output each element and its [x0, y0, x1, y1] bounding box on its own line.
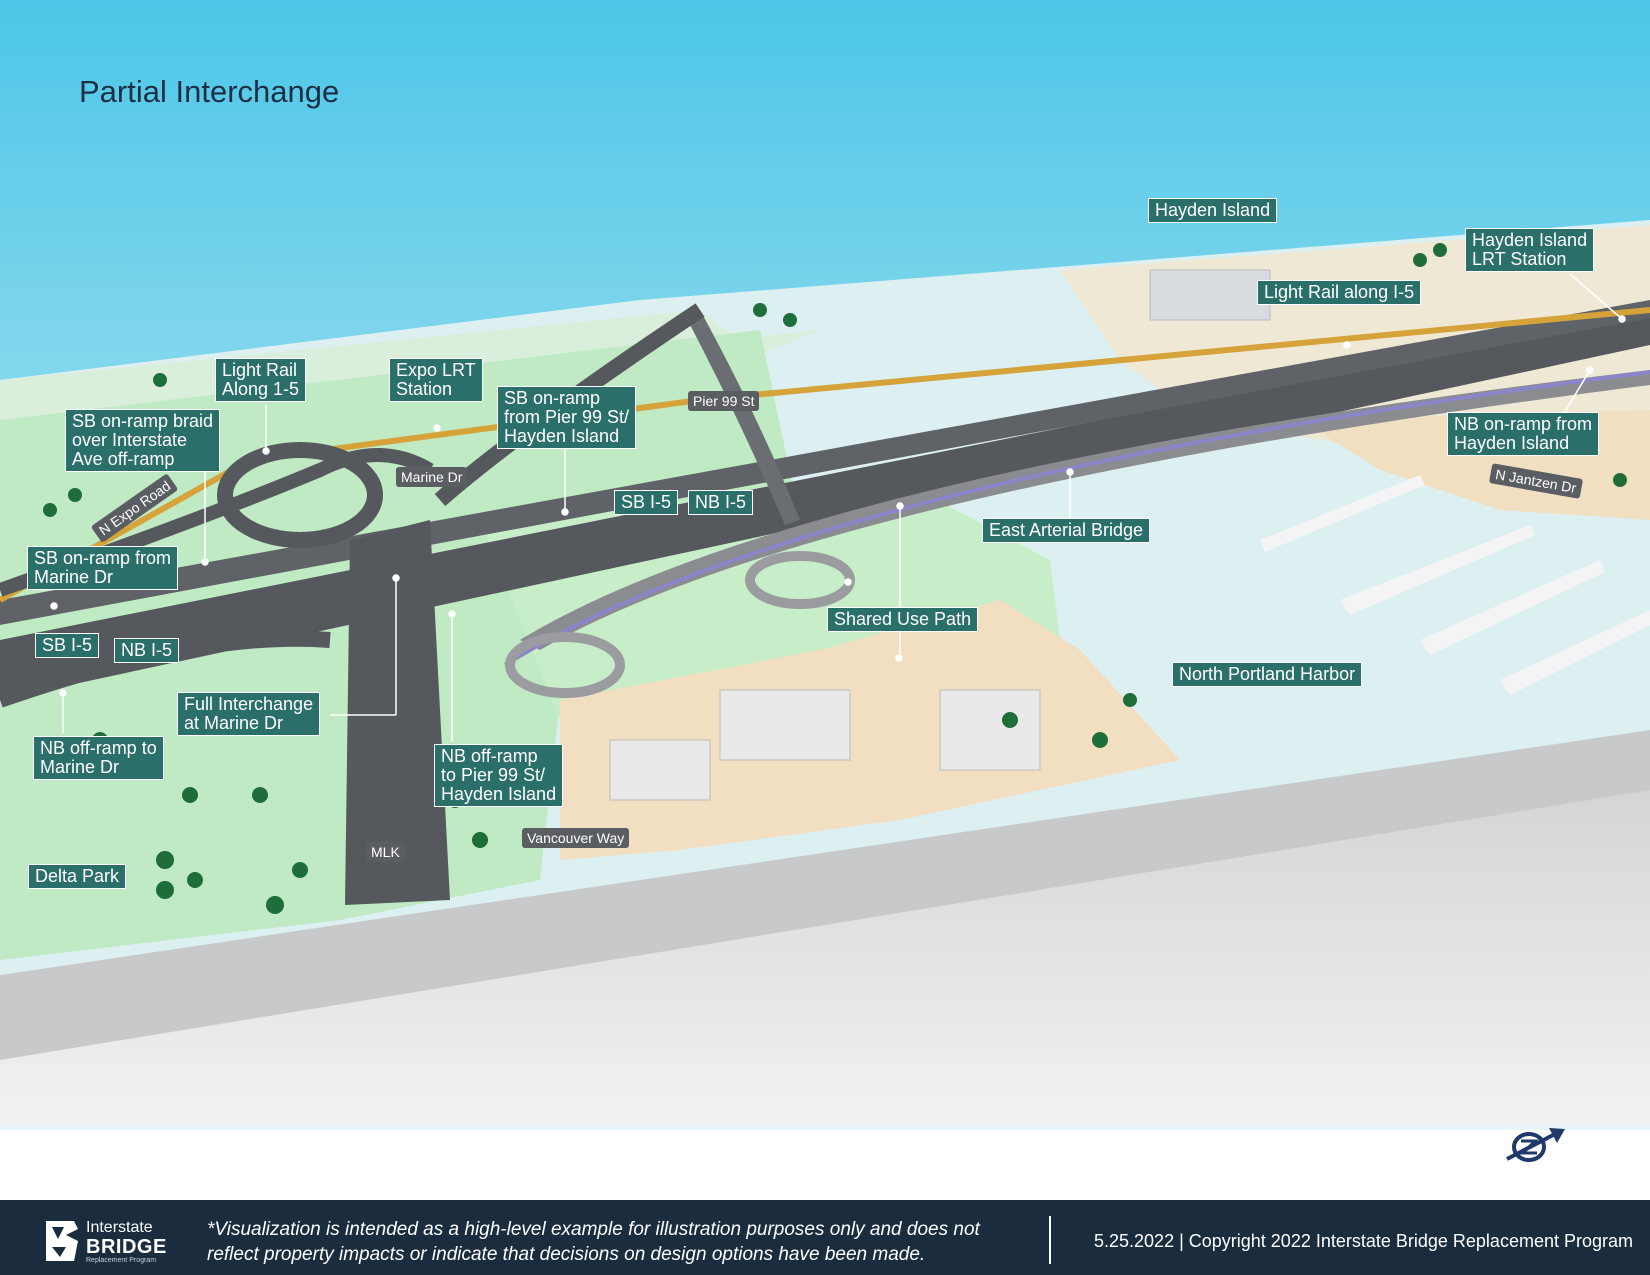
building-4 [1149, 269, 1271, 321]
label-sb-onramp-braid: SB on-ramp braid over Interstate Ave off… [65, 409, 221, 472]
label-hayden-island: Hayden Island [1148, 198, 1278, 223]
road-label-marine-dr: Marine Dr [396, 467, 468, 487]
logo-text-program: Replacement Program [86, 1257, 157, 1264]
ramp-nb-off [0, 630, 331, 708]
label-east-arterial-bridge: East Arterial Bridge [982, 518, 1151, 543]
mlk-road [345, 520, 450, 905]
terrain-slab-side [0, 730, 1650, 1060]
label-nb-i5-upper: NB I-5 [688, 490, 754, 515]
light-rail-line [0, 307, 1650, 603]
dock-4 [1260, 475, 1425, 552]
label-sb-i5-upper: SB I-5 [614, 490, 679, 515]
label-nb-offramp-marine: NB off-ramp to Marine Dr [33, 736, 164, 780]
logo-text-bridge: BRIDGE [86, 1236, 167, 1258]
building-1 [609, 739, 711, 801]
label-sb-onramp-pier99: SB on-ramp from Pier 99 St/ Hayden Islan… [497, 386, 637, 449]
label-nb-i5-lower: NB I-5 [114, 638, 180, 663]
dock-3 [1500, 610, 1650, 695]
label-expo-lrt-station: Expo LRT Station [389, 358, 483, 402]
label-light-rail-along-i5: Light Rail along I-5 [1257, 280, 1422, 305]
road-label-pier-99-st: Pier 99 St [688, 391, 760, 411]
building-2 [719, 689, 851, 761]
pier-99-road [685, 310, 800, 525]
east-arterial-bridge [520, 370, 1650, 650]
road-label-mlk: MLK [366, 842, 405, 862]
roundabout-west [505, 632, 625, 698]
ibr-logo: Interstate BRIDGE Replacement Program [44, 1217, 174, 1265]
road-label-vancouver-way: Vancouver Way [522, 828, 630, 848]
label-full-interchange: Full Interchange at Marine Dr [177, 692, 321, 736]
label-light-rail-along-15: Light Rail Along 1-5 [215, 358, 307, 402]
sand-area [560, 600, 1180, 860]
copyright-text: 5.25.2022 | Copyright 2022 Interstate Br… [1094, 1231, 1633, 1251]
label-north-portland-harbor: North Portland Harbor [1172, 662, 1363, 687]
label-delta-park: Delta Park [28, 864, 127, 889]
north-arrow-icon [1506, 1128, 1565, 1162]
bridge-logo-icon [46, 1221, 78, 1261]
building-3 [939, 689, 1041, 771]
dock-2 [1420, 560, 1605, 655]
label-shared-use-path: Shared Use Path [827, 607, 979, 632]
footer-bar [0, 1200, 1650, 1275]
disclaimer-text: *Visualization is intended as a high-lev… [207, 1219, 980, 1265]
label-nb-offramp-pier99: NB off-ramp to Pier 99 St/ Hayden Island [434, 744, 564, 807]
leader-lines [50, 273, 1626, 742]
loop-ramp [217, 442, 383, 548]
page-title: Partial Interchange [79, 74, 340, 109]
shared-use-path [503, 370, 1650, 667]
footer-divider [1049, 1216, 1051, 1264]
label-sb-onramp-marine: SB on-ramp from Marine Dr [27, 546, 179, 590]
label-nb-onramp-hayden: NB on-ramp from Hayden Island [1447, 412, 1600, 456]
label-hayden-island-lrt-station: Hayden Island LRT Station [1465, 228, 1595, 272]
logo-text-interstate: Interstate [86, 1219, 153, 1236]
map-illustration [0, 0, 1650, 1130]
label-sb-i5-lower: SB I-5 [35, 633, 100, 658]
dock-1 [1340, 525, 1535, 615]
